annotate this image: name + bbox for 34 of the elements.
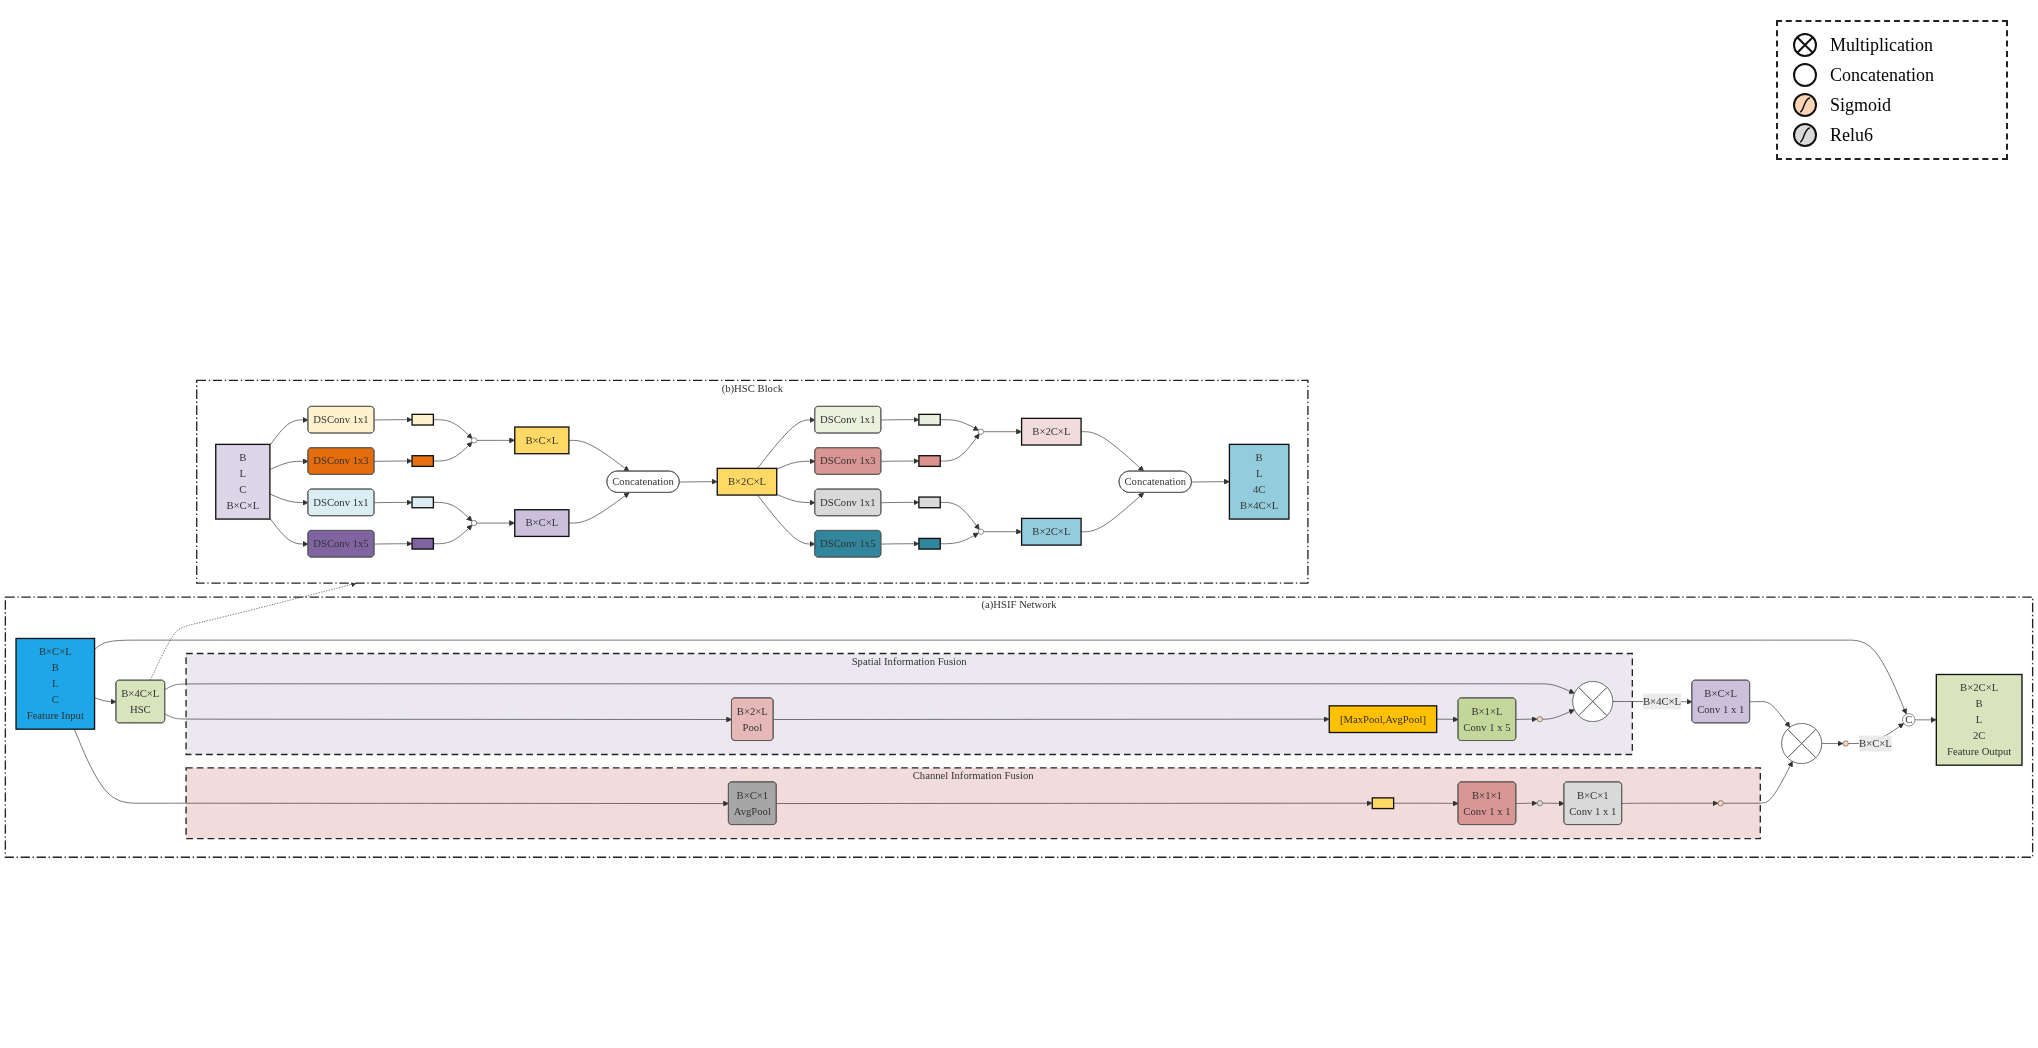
node-box	[918, 455, 941, 468]
node-box	[1371, 797, 1395, 810]
node-box	[918, 413, 941, 426]
node-box: [MaxPool,AvgPool]	[1328, 705, 1438, 734]
node-box: B×2C×L B L 2C Feature Output	[1935, 674, 2023, 767]
node-box	[411, 413, 435, 426]
node-circle	[1842, 740, 1849, 747]
node-box	[411, 496, 435, 509]
node-box: B L C B×C×L	[215, 443, 271, 520]
node-circle	[977, 428, 984, 435]
node-box	[918, 496, 941, 509]
node-box: B×C×L B L C Feature Input	[15, 638, 96, 731]
node-box	[411, 455, 435, 468]
node-circle	[471, 437, 478, 444]
node-circle: C	[1902, 713, 1916, 727]
node-box	[918, 537, 941, 550]
legend-label: Multiplication	[1830, 34, 1933, 56]
legend-label: Concatenation	[1830, 64, 1934, 86]
node-circle	[977, 528, 984, 535]
node-box: B×2C×L	[1020, 417, 1082, 446]
node-box: B×2C×L	[716, 467, 778, 496]
node-box: B×C×L	[514, 426, 570, 455]
node-box: B L 4C B×4C×L	[1228, 443, 1290, 520]
node-box: B×2C×L	[1020, 517, 1082, 546]
node-box: B×C×L	[514, 509, 570, 538]
node-circle	[1717, 800, 1724, 807]
edge-label: B×C×L	[1859, 737, 1892, 750]
node-circle	[1536, 716, 1543, 723]
node-circle	[471, 520, 478, 527]
legend-label: Sigmoid	[1830, 94, 1891, 116]
legend-label: Relu6	[1830, 124, 1873, 146]
node-circle	[1536, 800, 1543, 807]
edge-label: B×4C×L	[1643, 695, 1682, 708]
node-box	[411, 537, 435, 550]
